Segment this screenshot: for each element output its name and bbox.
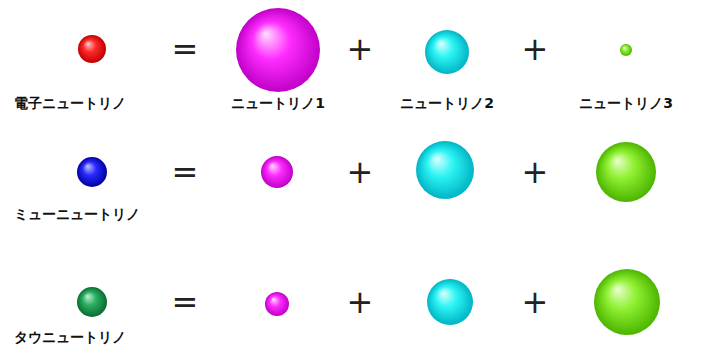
mass-state-sphere	[596, 142, 656, 202]
mass-state-sphere	[261, 156, 293, 188]
neutrino-node: タウニュートリノ	[14, 285, 188, 346]
node-label: ニュートリノ2	[375, 94, 519, 112]
operator-symbol: +	[522, 33, 549, 65]
neutrino-node: 電子ニュートリノ	[14, 33, 188, 112]
sphere-outline	[423, 28, 471, 76]
neutrino-node: ニュートリノ1	[206, 6, 350, 112]
neutrino-sphere	[236, 8, 320, 92]
mass-state-sphere	[416, 141, 474, 199]
neutrino-sphere	[77, 157, 107, 187]
operator-symbol: =	[172, 156, 199, 188]
mass-state-sphere	[427, 279, 473, 325]
operator-symbol: =	[172, 286, 199, 318]
neutrino-sphere	[620, 44, 632, 56]
operator-symbol: +	[347, 33, 374, 65]
operator-symbol: +	[347, 156, 374, 188]
operator-symbol: =	[172, 33, 199, 65]
node-label: タウニュートリノ	[14, 328, 188, 346]
neutrino-node: ニュートリノ2	[375, 28, 519, 112]
node-label: ニュートリノ3	[554, 94, 698, 112]
operator-symbol: +	[522, 156, 549, 188]
sphere-outline	[75, 155, 109, 189]
node-label: 電子ニュートリノ	[14, 94, 188, 112]
sphere-outline	[618, 42, 634, 58]
mass-state-sphere	[594, 269, 660, 335]
sphere-outline	[76, 33, 108, 65]
node-label: ミューニュートリノ	[14, 205, 188, 223]
mass-state-sphere	[265, 292, 289, 316]
sphere-outline	[75, 285, 109, 319]
neutrino-sphere	[77, 287, 107, 317]
neutrino-node: ニュートリノ3	[554, 42, 698, 112]
neutrino-sphere	[78, 35, 106, 63]
node-label: ニュートリノ1	[206, 94, 350, 112]
operator-symbol: +	[347, 286, 374, 318]
sphere-outline	[234, 6, 322, 94]
operator-symbol: +	[522, 286, 549, 318]
neutrino-node: ミューニュートリノ	[14, 155, 188, 223]
neutrino-sphere	[425, 30, 469, 74]
